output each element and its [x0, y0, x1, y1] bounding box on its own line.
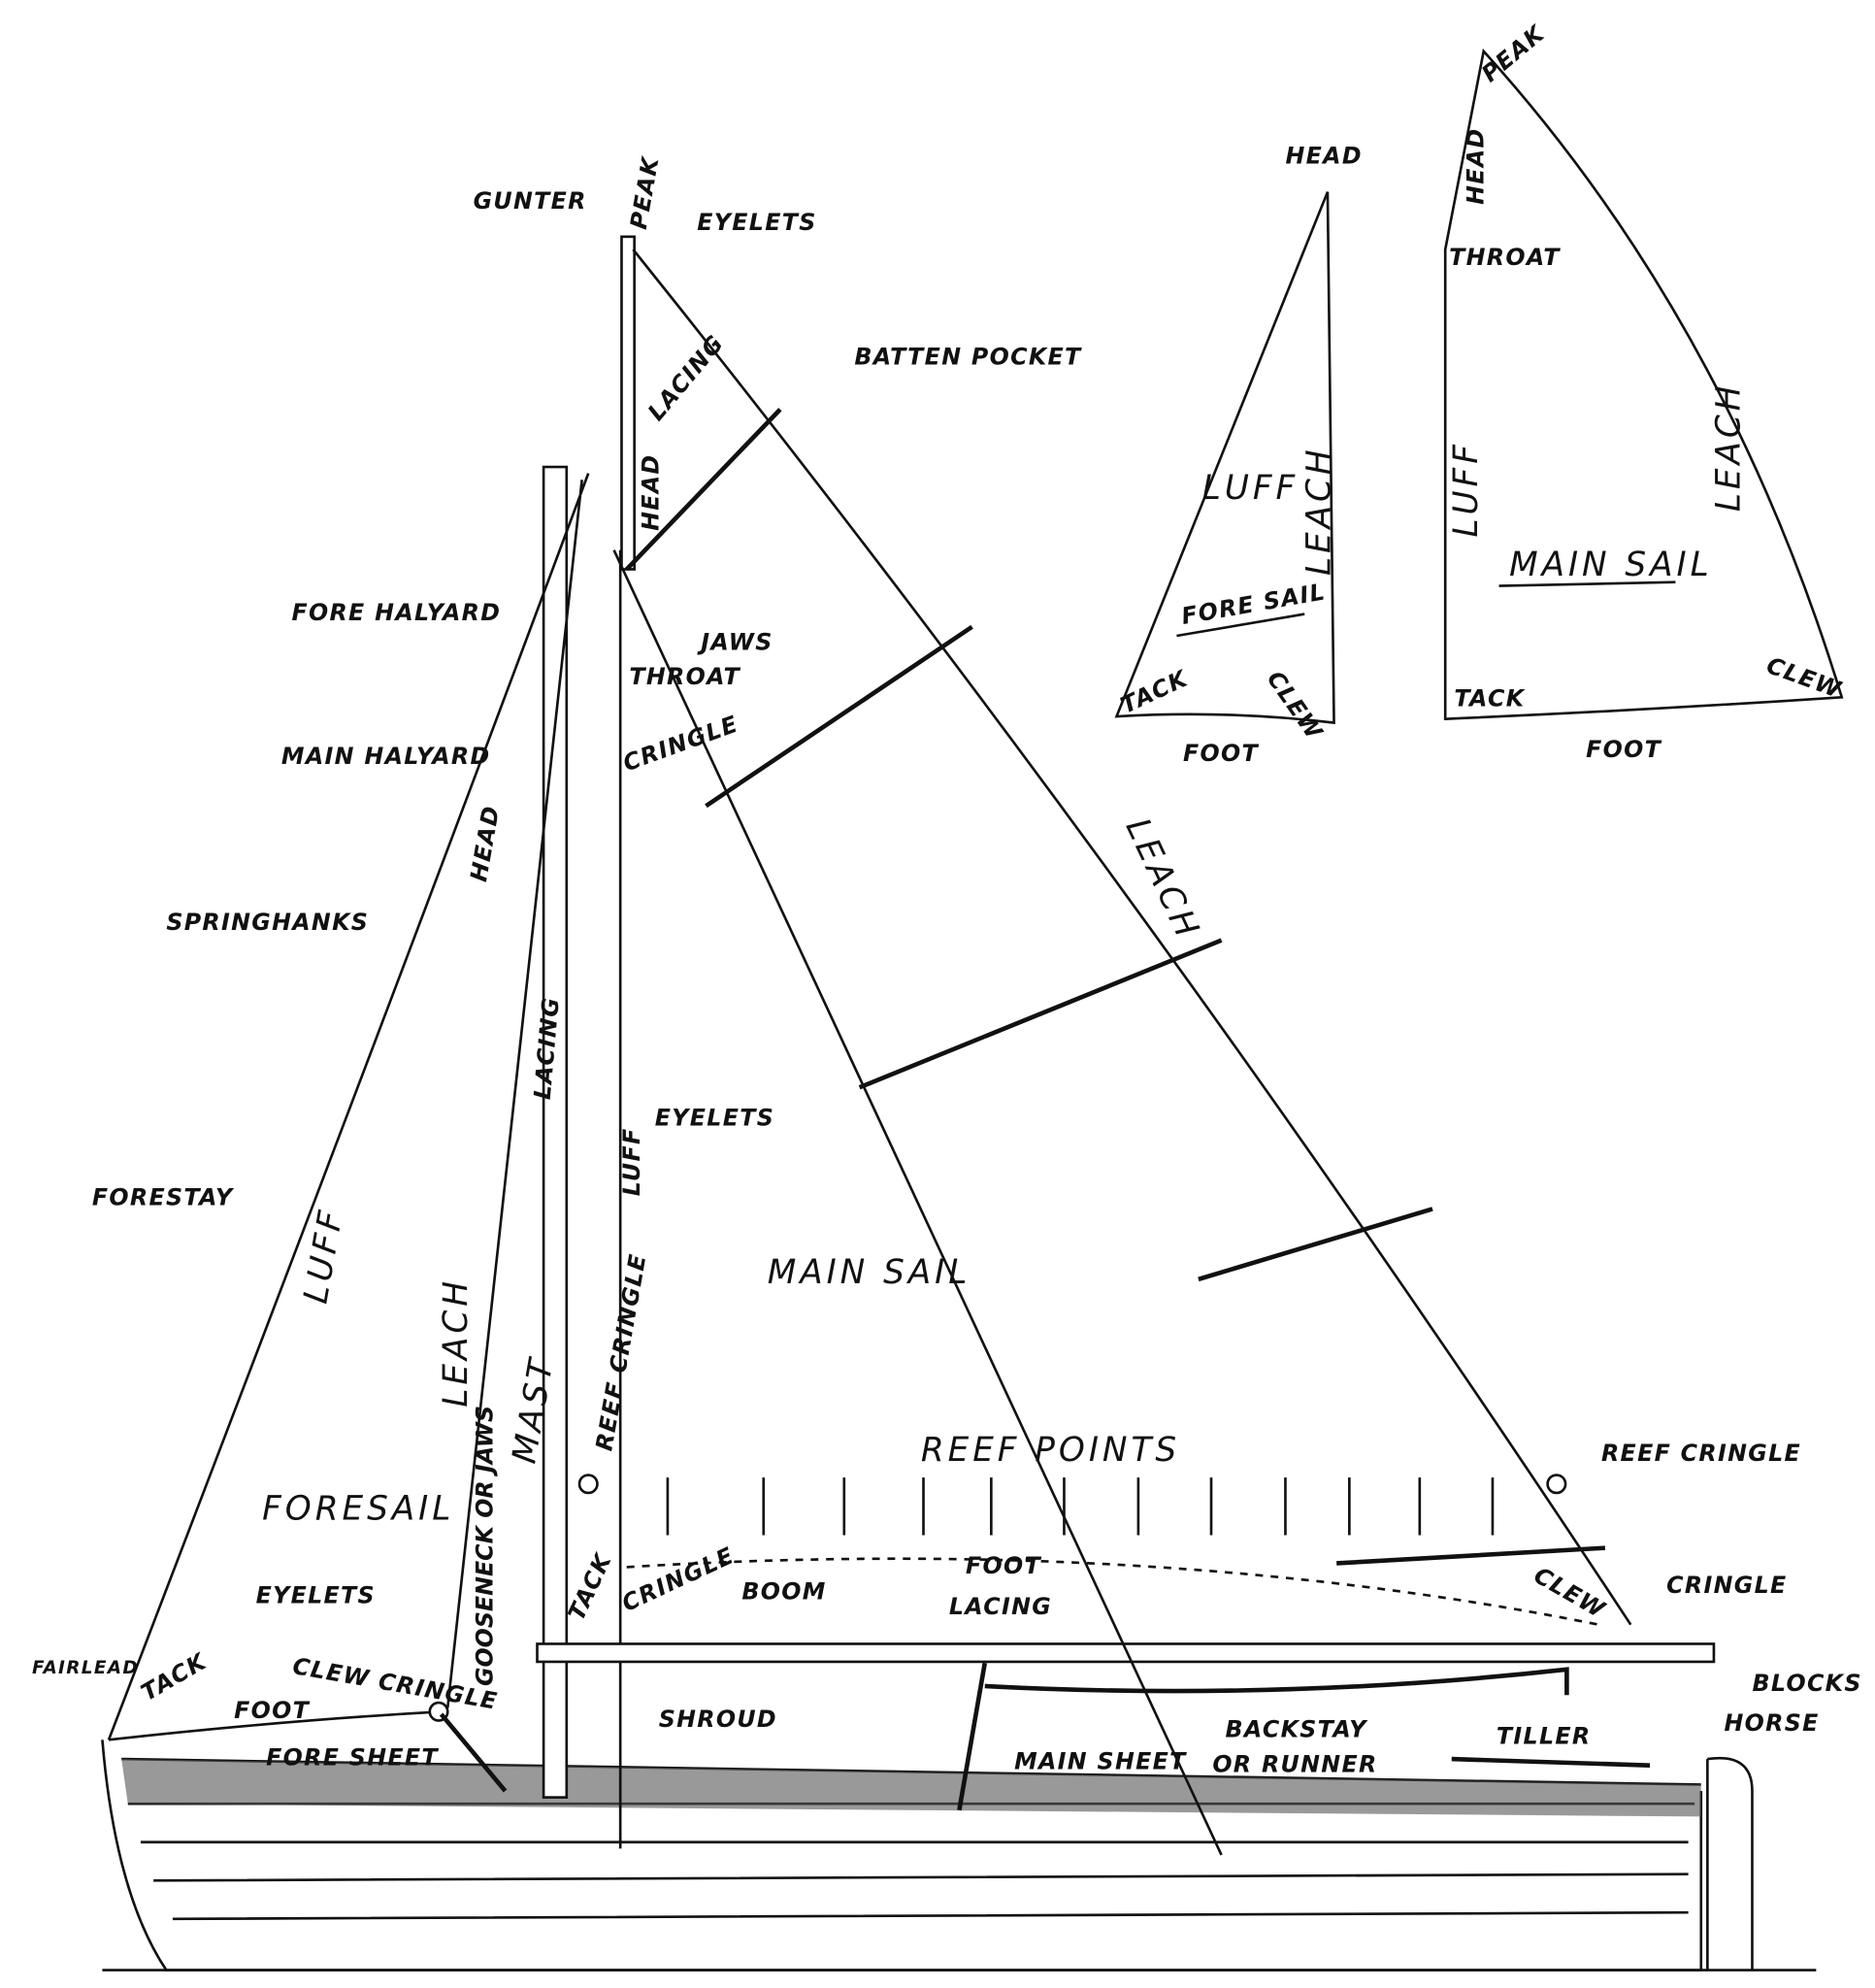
label-leach-main: LEACH [1118, 812, 1208, 946]
label-blocks: BLOCKS [1752, 1670, 1861, 1697]
label-luff: LUFF [1447, 441, 1486, 537]
label-head-fore: HEAD [465, 803, 505, 883]
label-luff: LUFF [1202, 469, 1299, 508]
label-horse: HORSE [1724, 1709, 1819, 1737]
label-main-halyard: MAIN HALYARD [281, 743, 491, 770]
label-cringle-throat: CRINGLE [619, 710, 741, 777]
label-foot-main: FOOT [966, 1552, 1041, 1579]
label-tack: TACK [1116, 664, 1192, 718]
boat-drawing [101, 235, 1817, 1971]
label-foresail: FORESAIL [262, 1490, 454, 1529]
label-gooseneck: GOOSENECK OR JAWS [471, 1406, 498, 1686]
label-throat: THROAT [629, 663, 740, 690]
label-reef-points: REEF POINTS [921, 1431, 1180, 1470]
label-leach: LEACH [1709, 382, 1748, 513]
label-luff-main: LUFF [618, 1127, 645, 1196]
label-foot: FOOT [1183, 740, 1259, 767]
label-foot-fore: FOOT [234, 1697, 310, 1724]
label-head-main: HEAD [638, 454, 665, 531]
label-fairlead: FAIRLEAD [32, 1658, 139, 1678]
label-foot: FOOT [1586, 736, 1661, 763]
label-peak: PEAK [625, 154, 665, 232]
label-forestay: FORESTAY [92, 1183, 235, 1210]
label-head: HEAD [1285, 143, 1362, 170]
label-tack-fore: TACK [137, 1647, 213, 1706]
label-cringle-clew: CRINGLE [1666, 1572, 1787, 1599]
label-throat: THROAT [1449, 244, 1561, 271]
label-tack: TACK [1454, 684, 1525, 712]
label-lacing-boom: LACING [949, 1593, 1052, 1620]
label-clew-main: CLEW [1530, 1562, 1611, 1625]
label-tack-main: TACK [563, 1548, 617, 1624]
label-fore-halyard: FORE HALYARD [291, 599, 501, 626]
label-luff-fore: LUFF [297, 1205, 352, 1307]
label-shroud: SHROUD [659, 1706, 777, 1733]
label-head: HEAD [1463, 127, 1490, 204]
label-springhanks: SPRINGHANKS [166, 909, 369, 936]
label-reef-cringle-mast: REEF CRINGLE [590, 1251, 651, 1453]
label-jaws: JAWS [697, 628, 773, 655]
label-boom: BOOM [741, 1577, 826, 1605]
main-labels: GUNTER PEAK EYELETS BATTEN POCKET LACING… [32, 154, 1861, 1778]
label-fore-sheet: FORE SHEET [266, 1744, 439, 1772]
label-title: MAIN SAIL [1509, 546, 1713, 584]
mainsail-diagram: PEAK HEAD THROAT LUFF LEACH MAIN SAIL TA… [1443, 19, 1846, 763]
label-lacing-top: LACING [642, 329, 730, 425]
label-clew: CLEW [1763, 651, 1846, 704]
label-clew-cringle: CLEW CRINGLE [290, 1652, 500, 1715]
label-reef-cringle: REEF CRINGLE [1601, 1440, 1801, 1467]
label-leach-fore: LEACH [437, 1277, 476, 1408]
label-clew: CLEW [1262, 666, 1329, 746]
label-or-runner: OR RUNNER [1212, 1750, 1377, 1777]
foresail-diagram: HEAD LUFF LEACH FORE SAIL TACK CLEW FOOT [1114, 143, 1362, 767]
label-tiller: TILLER [1497, 1722, 1592, 1749]
label-main-sheet: MAIN SHEET [1014, 1748, 1187, 1775]
label-eyelets-mid: EYELETS [655, 1105, 774, 1132]
label-batten-pocket: BATTEN POCKET [854, 344, 1082, 371]
label-cringle-tack: CRINGLE [617, 1541, 739, 1617]
label-eyelets-low: EYELETS [256, 1581, 376, 1608]
label-backstay: BACKSTAY [1226, 1716, 1369, 1743]
label-eyelets-top: EYELETS [697, 209, 816, 236]
label-leach: LEACH [1300, 446, 1339, 576]
label-gunter: GUNTER [474, 187, 587, 215]
label-mainsail: MAIN SAIL [768, 1253, 971, 1292]
